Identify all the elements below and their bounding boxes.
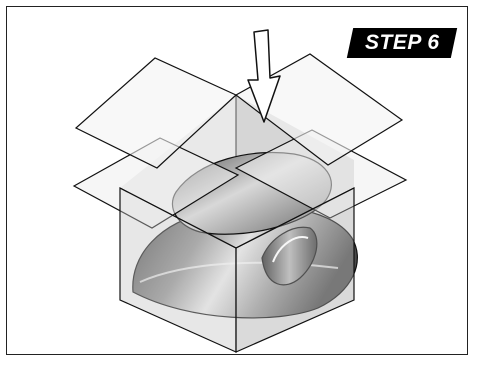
- step-badge: STEP 6: [347, 28, 457, 58]
- step-label: STEP 6: [365, 31, 440, 55]
